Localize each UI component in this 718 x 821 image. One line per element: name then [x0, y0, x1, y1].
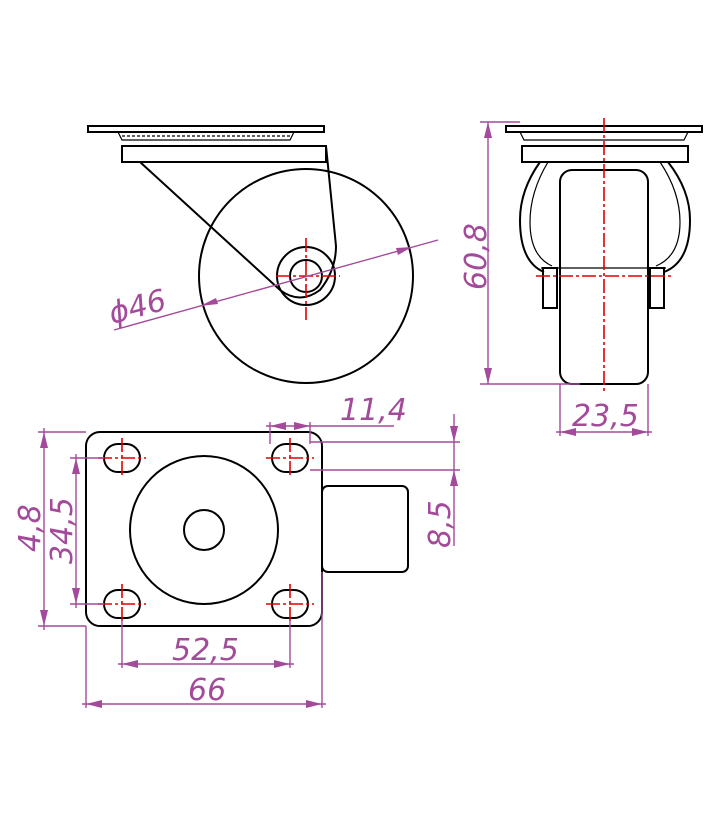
slot-length-label: 11,4: [340, 393, 407, 428]
kingpin-hole: [183, 509, 225, 551]
front-view: 60,8 23,5: [459, 118, 703, 436]
top-plate: [87, 125, 325, 133]
swivel-housing: [121, 145, 327, 163]
plate-height-label: 4,8: [13, 504, 48, 552]
fork-extension: [321, 485, 409, 573]
plate-width-label: 66: [188, 673, 226, 708]
front-swivel-housing: [521, 145, 689, 163]
wheel-width-label: 23,5: [572, 399, 639, 434]
height-label: 60,8: [459, 223, 494, 290]
top-view: 11,4 8,5 34,5 4,8 52,5 66: [13, 393, 460, 708]
slot-width-label: 8,5: [423, 500, 458, 548]
bolt-pitch-x-label: 52,5: [172, 633, 239, 668]
diameter-dimension-line: [113, 239, 439, 331]
side-view: ϕ46: [87, 125, 439, 384]
kingpin-ring: [129, 455, 279, 605]
bolt-pitch-y-label: 34,5: [45, 497, 80, 564]
wheel-diameter-label: ϕ46: [105, 283, 170, 332]
wheel: [198, 168, 414, 384]
bearing-ring: [117, 131, 295, 141]
fork-arm: [139, 145, 338, 299]
